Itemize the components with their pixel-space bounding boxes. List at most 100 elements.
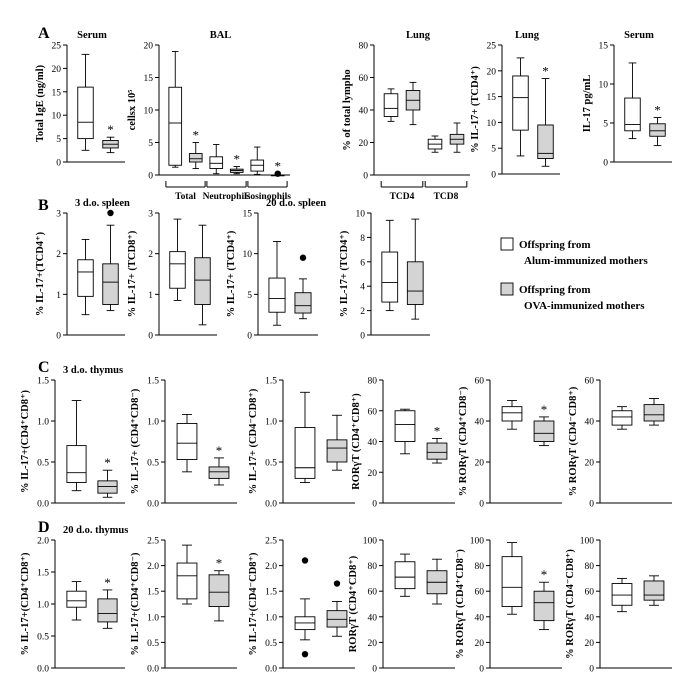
box-iqr xyxy=(268,277,286,313)
y-tick-label: 8 xyxy=(360,234,365,244)
y-tick-label: 0 xyxy=(148,332,153,342)
y-tick-label: 0.5 xyxy=(147,639,159,649)
y-tick-label: 1.5 xyxy=(147,377,159,387)
y-axis-label: % IL-17+ (CD4⁺CD8⁻) xyxy=(130,388,141,494)
chart-16: 0.00.51.01.52.0% IL-17+(CD4⁺CD8⁺)20 d.o.… xyxy=(20,525,128,675)
group-label: Neutrophils xyxy=(203,192,251,202)
y-tick-label: 15 xyxy=(599,42,609,52)
box-ova: * xyxy=(270,159,285,177)
y-tick-label: 15 xyxy=(144,74,154,84)
y-tick-label: 0.5 xyxy=(37,633,49,643)
chart-10: 0.00.51.01.5% IL-17+(CD4⁺CD8⁺)3 d.o. thy… xyxy=(20,365,125,510)
box-iqr xyxy=(643,580,665,601)
box-ova xyxy=(294,254,312,320)
significance-marker: * xyxy=(216,443,223,458)
y-tick-label: 0 xyxy=(589,665,594,675)
y-tick-label: 2.5 xyxy=(147,537,159,547)
box-ova: * xyxy=(97,575,118,629)
chart-11: 0.00.51.01.5% IL-17+ (CD4⁺CD8⁻)* xyxy=(130,377,237,510)
box-iqr xyxy=(176,562,198,600)
y-tick-label: 2.0 xyxy=(37,537,49,547)
y-tick-label: 0 xyxy=(372,665,377,675)
y-tick-label: 40 xyxy=(368,613,378,623)
y-tick-label: 10 xyxy=(487,119,497,129)
legend-swatch-2 xyxy=(500,282,514,296)
box-ova: * xyxy=(533,402,555,447)
y-tick-label: 100 xyxy=(580,537,595,547)
panel-letter-B: B xyxy=(38,197,49,214)
chart-title: Serum xyxy=(624,30,654,41)
y-tick-label: 0 xyxy=(56,332,61,342)
box-alum xyxy=(624,62,641,140)
box-iqr xyxy=(381,251,399,303)
chart-12: 0.00.51.01.5% IL-17+ (CD4⁻CD8⁺) xyxy=(248,377,355,510)
y-tick-label: 0 xyxy=(360,332,365,342)
box-ova xyxy=(405,81,421,126)
y-axis-label: % RORγT (CD4⁺CD8⁻) xyxy=(455,549,466,659)
y-tick-label: 1.5 xyxy=(265,377,277,387)
y-tick-label: 60 xyxy=(368,407,378,417)
box-alum xyxy=(501,400,523,430)
y-axis-label: % IL-17+(TCD4⁺) xyxy=(35,231,46,316)
y-tick-label: 2.0 xyxy=(265,562,277,572)
y-tick-label: 20 xyxy=(52,65,62,75)
y-tick-label: 1.0 xyxy=(147,613,159,623)
box-ova: * xyxy=(426,423,448,464)
box-iqr xyxy=(643,404,665,422)
box-iqr xyxy=(406,261,424,305)
y-tick-label: 40 xyxy=(475,613,485,623)
box-alum xyxy=(77,53,94,151)
y-tick-label: 5 xyxy=(148,139,153,149)
y-tick-label: 80 xyxy=(585,562,595,572)
y-tick-label: 5 xyxy=(603,120,608,130)
panel-letter-D: D xyxy=(38,519,50,536)
y-tick-label: 1 xyxy=(148,291,153,301)
box-alum xyxy=(611,406,633,430)
box-ova xyxy=(326,414,348,471)
box-ova xyxy=(102,209,119,312)
y-tick-label: 25 xyxy=(52,42,62,52)
y-tick-label: 40 xyxy=(475,418,485,428)
y-tick-label: 0.0 xyxy=(265,665,277,675)
y-tick-label: 1.0 xyxy=(147,418,159,428)
y-tick-label: 2.5 xyxy=(265,537,277,547)
box-iqr xyxy=(77,259,94,297)
y-axis-label: % IL-17+ (TCD4⁺) xyxy=(470,66,481,153)
box-iqr xyxy=(533,590,555,622)
y-tick-label: 2 xyxy=(360,307,365,317)
significance-marker: * xyxy=(541,402,548,417)
y-tick-label: 2 xyxy=(148,250,153,260)
y-axis-label: % of total lympho xyxy=(342,69,353,150)
box-iqr xyxy=(188,153,203,163)
y-axis-label: % IL-17+(CD4⁺CD8⁺) xyxy=(20,552,31,656)
y-tick-label: 0.0 xyxy=(265,500,277,510)
y-tick-label: 60 xyxy=(475,377,485,387)
box-iqr xyxy=(501,406,523,422)
y-axis-label: Total IgE (ng/ml) xyxy=(35,64,46,142)
box-alum xyxy=(169,218,186,301)
box-ova: * xyxy=(649,103,666,147)
y-tick-label: 10 xyxy=(144,107,154,117)
y-tick-label: 5 xyxy=(491,145,496,155)
y-tick-label: 0 xyxy=(247,332,252,342)
y-tick-label: 0 xyxy=(603,159,608,169)
y-tick-label: 80 xyxy=(368,377,378,387)
y-tick-label: 20 xyxy=(368,639,378,649)
y-tick-label: 0.5 xyxy=(265,639,277,649)
box-alum xyxy=(611,577,633,613)
y-tick-label: 5 xyxy=(56,135,61,145)
significance-marker: * xyxy=(654,103,661,118)
chart-title: Lung xyxy=(515,30,540,41)
legend-label-line2: Alum-immunized mothers xyxy=(524,255,648,267)
box-alum xyxy=(427,135,443,153)
y-tick-label: 40 xyxy=(585,613,595,623)
y-tick-label: 20 xyxy=(585,639,595,649)
y-tick-label: 20 xyxy=(475,639,485,649)
box-alum xyxy=(176,413,198,473)
box-iqr xyxy=(649,123,666,137)
